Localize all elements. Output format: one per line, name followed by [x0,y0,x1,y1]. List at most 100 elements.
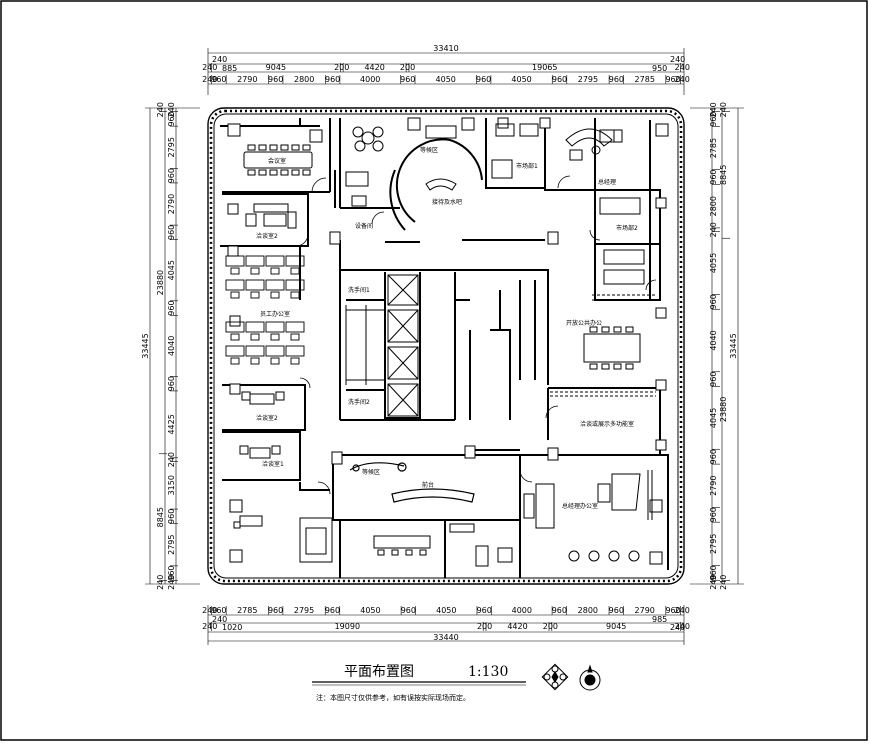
meeting-chair [291,169,300,176]
left-mid-dim-0: 240 [156,102,165,117]
compass-symbol-icon [579,664,601,691]
left-detail-dim-3: 960 [167,168,176,183]
meeting-chair [302,169,311,176]
left-detail-dim-11: 240 [167,452,176,467]
room-label-gm-office: 总经理办公室 [562,502,598,510]
open-office-chair [589,363,598,370]
bottom-right-dim: 240 [670,623,685,632]
workstation-chair [230,291,240,299]
workstation-desk [225,345,245,357]
meeting-chair [247,169,256,176]
top-detail-dim-16: 240 [675,75,690,84]
market2-desks [599,197,645,285]
room-label-open-office: 开放公共办公 [566,319,602,327]
top-right-dim: 240 [670,55,685,64]
right-detail-dim-15: 960 [709,565,718,580]
left-mid-dim-3: 240 [156,575,165,590]
room-label-market1: 市场部1 [516,162,538,170]
open-office-chair [625,326,634,333]
bottom-detail-dim-13: 960 [609,606,624,615]
right-detail-dim-0: 240 [709,102,718,117]
bottom-detail-dim-5: 960 [325,606,340,615]
top-detail-dim-11: 960 [552,75,567,84]
workstation-desk [265,255,285,267]
top-detail-dim-8: 4050 [436,75,456,84]
top-left-dim-2: 885 [222,64,237,73]
workstation-desk [285,279,305,291]
meeting-chair [247,144,256,151]
left-detail-dim-8: 4040 [167,336,176,356]
staff-workstations [225,255,305,365]
meeting-chair [280,169,289,176]
room-label-reception: 等候区 [420,146,438,154]
room-label-negotiate2-left: 洽谈室2 [256,414,278,422]
drawing-scale: 1:130 [468,664,508,680]
left-detail-dim-2: 2795 [167,137,176,157]
left-detail-dim-14: 2795 [167,535,176,555]
right-detail-dim-10: 4045 [709,408,718,428]
top-detail-dim-7: 960 [400,75,415,84]
top-dimensions [207,48,685,95]
open-office-chair [589,326,598,333]
room-label-staff-office: 员工办公室 [260,310,290,318]
bottom-mid-dim-6: 240 [675,622,690,631]
left-detail-dim-1: 960 [167,111,176,126]
right-detail-dim-6: 4055 [709,253,718,273]
right-detail-dim-8: 4040 [709,330,718,350]
bottom-mid-dim-4: 200 [543,622,558,631]
bottom-total-dim: 33440 [433,633,458,642]
bottom-mid-dim-0: 240 [202,622,217,631]
top-detail-dim-5: 960 [325,75,340,84]
bottom-detail-dim-1: 960 [211,606,226,615]
workstation-desk [245,321,265,333]
room-label-equipment: 设备间 [355,222,373,230]
room-label-front-desk: 前台 [422,481,434,489]
right-detail-dim-12: 2790 [709,476,718,496]
top-detail-dim-10: 4050 [511,75,531,84]
open-office-chair [613,326,622,333]
meeting-chair [258,169,267,176]
workstation-desk [265,345,285,357]
workstation-desk [265,279,285,291]
title-block: 平面布置图 1:130 注：本图尺寸仅供参考，如有误按实际现场而定。 [312,664,526,702]
room-label-lounge: 接待及水吧 [432,198,462,206]
right-detail-dim-11: 960 [709,449,718,464]
room-label-waiting: 等候区 [362,468,380,476]
top-mid-dim-1: 9045 [266,63,286,72]
workstation-chair [250,333,260,341]
right-total-dim: 33445 [729,333,738,358]
ceo-furniture [565,128,623,161]
workstation-chair [230,267,240,275]
bottom-detail-dim-10: 4000 [512,606,532,615]
top-detail-dim-12: 2795 [578,75,598,84]
bottom-detail-dim-9: 960 [477,606,492,615]
workstation-desk [245,279,265,291]
right-dimensions [690,107,744,585]
interior-walls [220,118,669,578]
top-mid-dim-5: 19065 [532,63,557,72]
workstation-chair [270,333,280,341]
north-arrow-icon [541,663,569,691]
top-detail-dim-15: 960 [665,75,680,84]
right-detail-dim-9: 960 [709,372,718,387]
top-detail-dim-0: 240 [202,75,217,84]
negotiation-sofa-top [245,203,297,229]
room-label-multi-function: 洽谈或展示多功能室 [580,420,634,428]
right-detail-dim-16: 240 [709,575,718,590]
meeting-table [243,144,313,176]
top-mid-dim-2: 200 [334,63,349,72]
workstation-chair [230,357,240,365]
top-detail-dim-6: 4000 [360,75,380,84]
meeting-chair [280,144,289,151]
left-detail-dim-4: 2790 [167,194,176,214]
workstation-desk [265,321,285,333]
top-right-dim-2: 950 [652,64,667,73]
bottom-detail-dim-2: 2785 [237,606,257,615]
workstation-desk [285,255,305,267]
bottom-mid-dim-3: 4420 [507,622,527,631]
workstation-desk [285,345,305,357]
right-detail-dim-13: 960 [709,507,718,522]
left-detail-dim-5: 960 [167,225,176,240]
right-detail-dim-4: 2800 [709,196,718,216]
